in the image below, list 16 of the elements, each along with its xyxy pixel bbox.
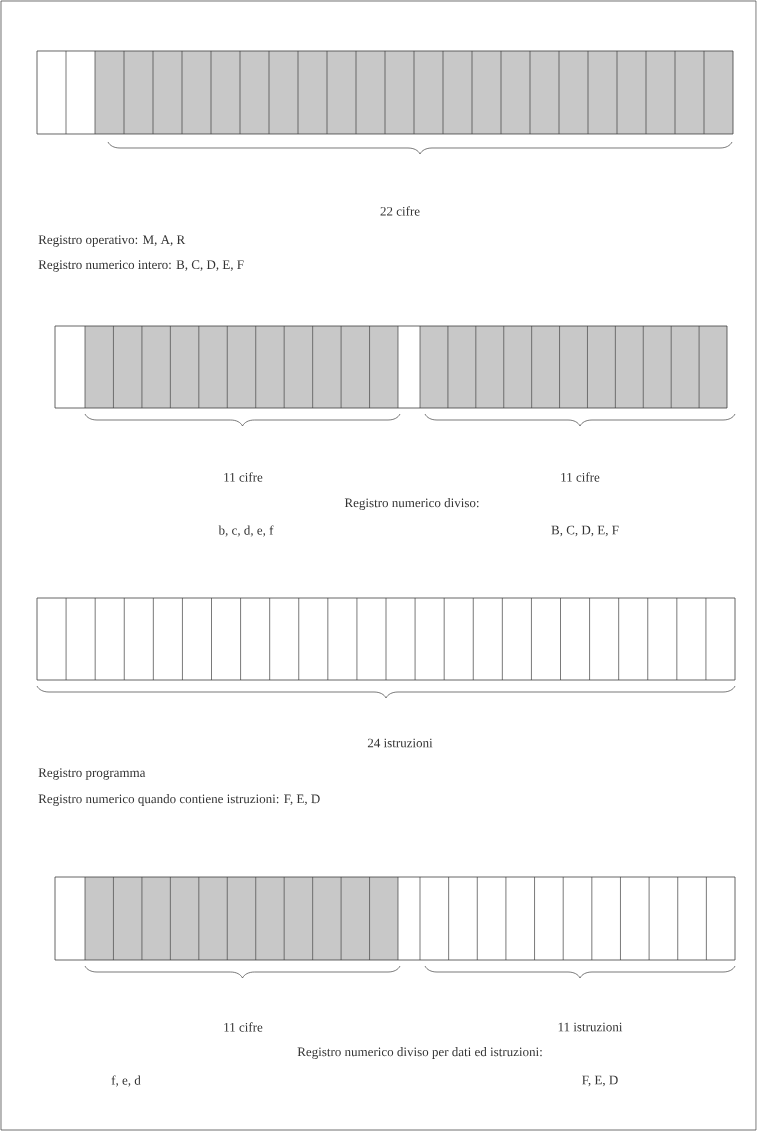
caption-text: 22 cifre [380,206,420,216]
caption-text: 11 istruzioni [558,1022,623,1032]
caption-text: Registro programma [38,768,146,780]
caption-text: Registro numerico diviso: [344,498,479,510]
caption-text: f, e, d [111,1075,141,1087]
caption-text: b, c, d, e, f [218,525,274,537]
caption-text: 11 cifre [224,472,263,482]
caption-text: 11 cifre [224,1022,263,1032]
caption-text: B, C, D, E, F [551,525,619,537]
caption-text: Registro numerico quando contiene istruzioni: F, E, D [38,794,320,806]
caption-text: F, E, D [582,1075,618,1087]
caption-text: Registro numerico intero: B, C, D, E, F [38,260,244,272]
caption-text: 11 cifre [561,472,600,482]
caption-text: 24 istruzioni [367,738,433,748]
caption-text: Registro numerico diviso per dati ed istruzioni: [297,1047,542,1059]
caption-text: Registro operativo: M, A, R [38,235,186,247]
